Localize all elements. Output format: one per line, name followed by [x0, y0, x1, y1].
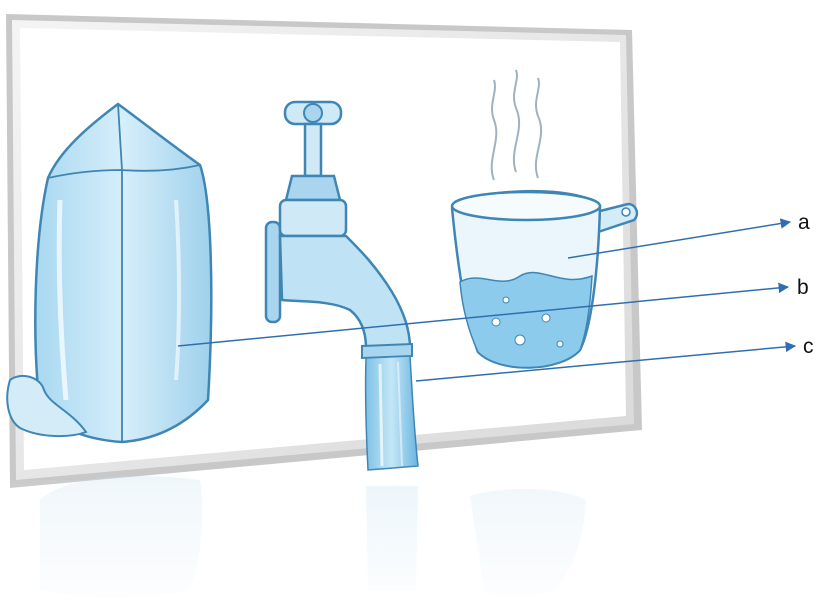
- label-c: c: [803, 335, 814, 358]
- label-b: b: [797, 276, 809, 299]
- reflection: [0, 476, 820, 613]
- label-a: a: [798, 211, 810, 234]
